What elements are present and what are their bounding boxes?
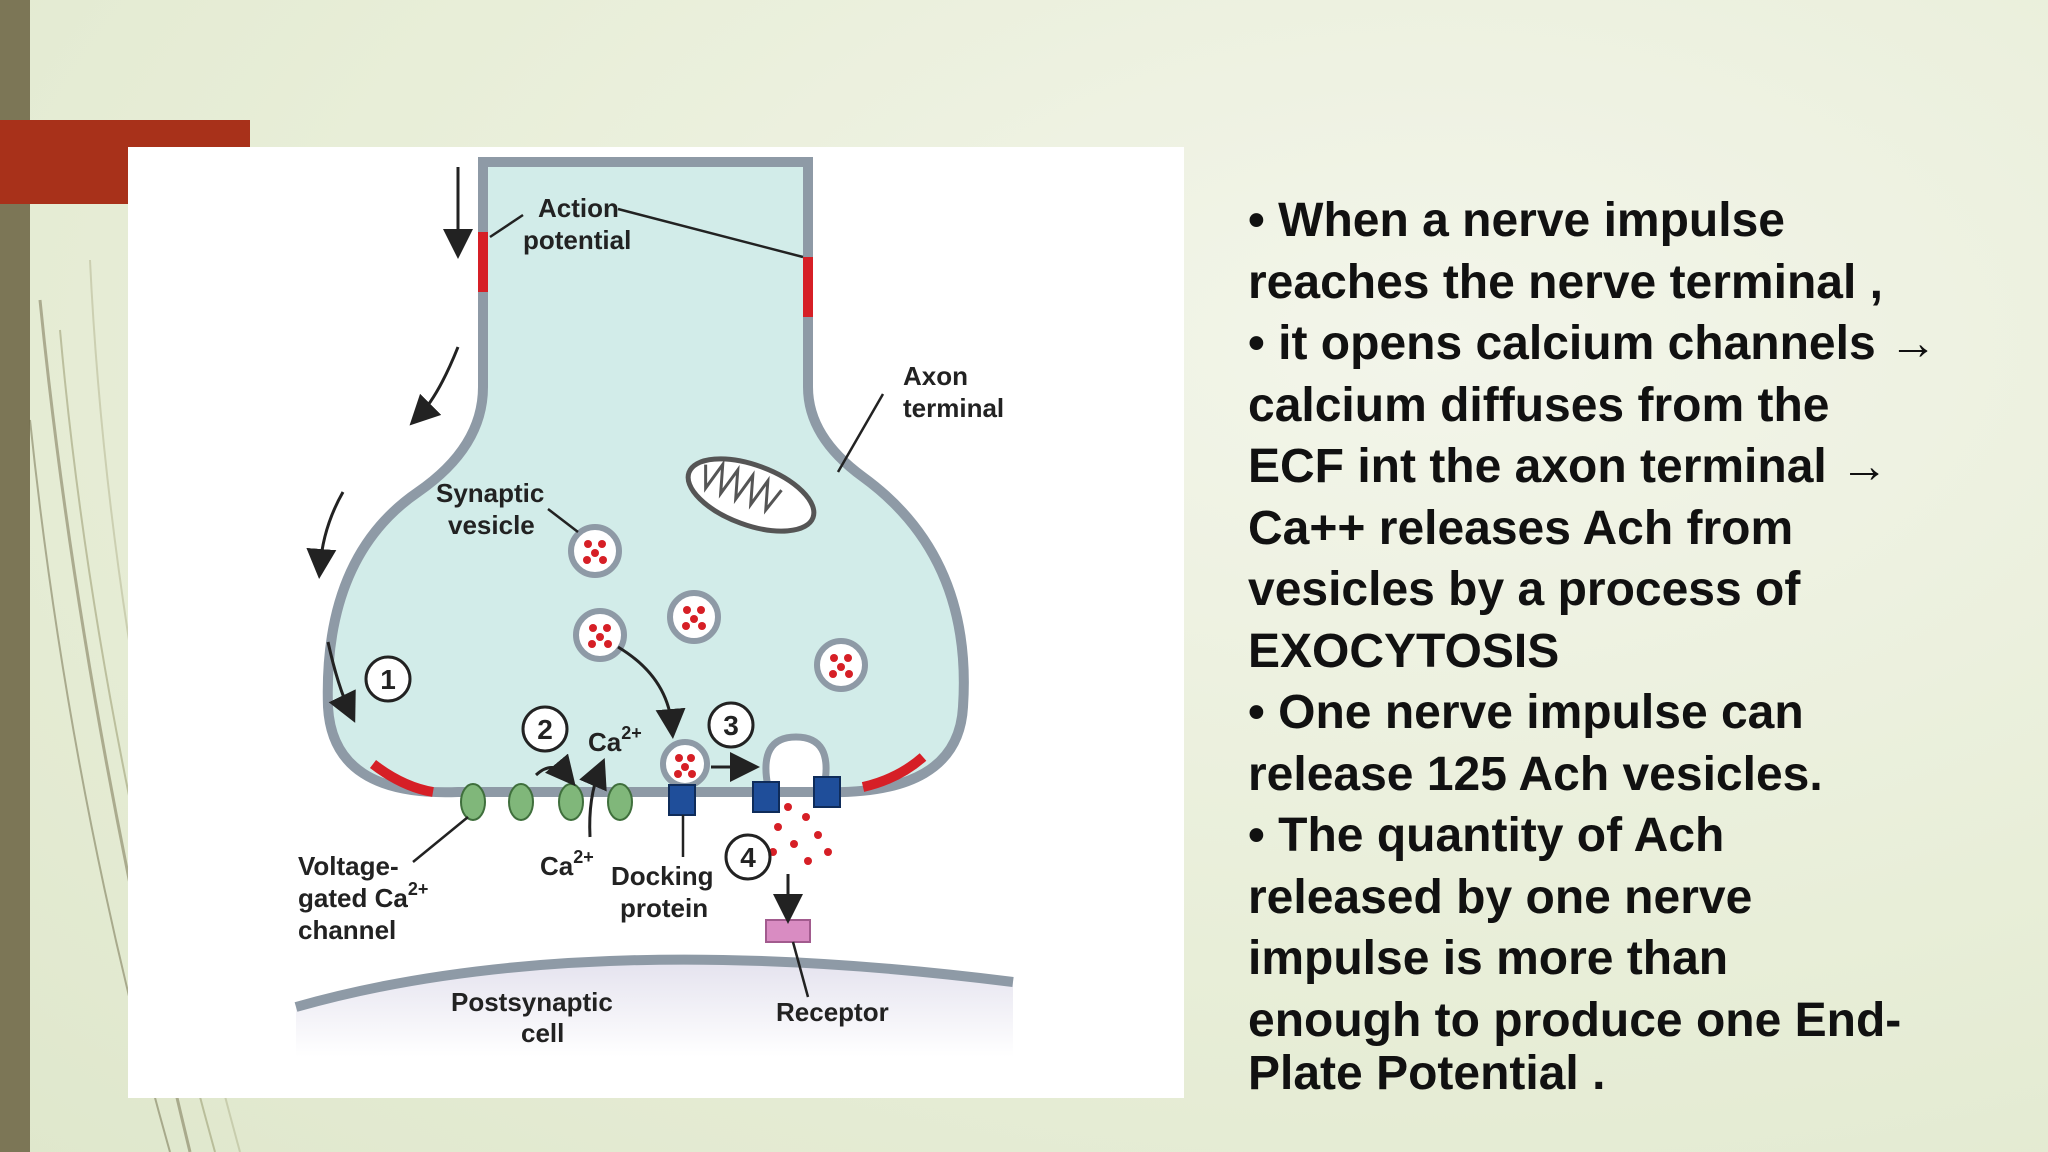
svg-text:1: 1 [380, 664, 396, 695]
docking-protein [668, 776, 841, 816]
postsynaptic-cell [296, 959, 1013, 1057]
svg-text:4: 4 [740, 842, 756, 873]
bullet-line: released by one nerve [1248, 870, 1753, 924]
bullet-line: • One nerve impulse can [1248, 686, 1804, 739]
label-vesicle: vesicle [448, 510, 535, 540]
bullet-line: • When a nerve impulse [1248, 194, 1785, 247]
synaptic-vesicle [568, 524, 622, 578]
svg-text:3: 3 [723, 710, 739, 741]
bullet-line: Plate Potential . [1248, 1047, 1606, 1100]
synapse-diagram-svg: 1 2 3 4 Action potential Axon terminal S… [294, 157, 1014, 1057]
depolarized-segment-bottom-left [369, 760, 434, 797]
label-action: Action [538, 193, 619, 223]
bullet-text-block: • When a nerve impulse reaches the nerve… [1248, 190, 2028, 1100]
fused-vesicle [762, 733, 830, 788]
label-potential: potential [523, 225, 631, 255]
depolarized-segment-left [478, 232, 488, 292]
label-receptor: Receptor [776, 997, 889, 1027]
label-ca-ion-outside: Ca2+ [540, 847, 594, 881]
bullet-line: vesicles by a process of [1248, 563, 1801, 616]
bullet-line: release 125 Ach vesicles. [1248, 747, 1823, 801]
bullet-line: reaches the nerve terminal , [1248, 255, 1883, 309]
depolarized-segment-bottom-right [861, 753, 927, 792]
label-gated-ca: gated Ca2+ [298, 879, 428, 913]
bullet-line: EXOCYTOSIS [1248, 624, 1560, 678]
label-synaptic: Synaptic [436, 478, 544, 508]
label-ca-ion-inside: Ca2+ [588, 723, 642, 757]
label-docking: Docking [611, 861, 714, 891]
bullet-line: • The quantity of Ach [1248, 809, 1725, 862]
label-voltage: Voltage- [298, 851, 399, 881]
label-axon: Axon [903, 361, 968, 391]
bullet-line: enough to produce one End- [1248, 993, 1902, 1047]
svg-text:2: 2 [537, 714, 553, 745]
step-2-marker: 2 [521, 705, 569, 753]
step-4-marker: 4 [724, 833, 772, 881]
step-1-marker: 1 [364, 655, 412, 703]
label-cell: cell [521, 1018, 564, 1048]
receptor-protein [765, 919, 811, 943]
synaptic-vesicle [667, 590, 721, 644]
depolarized-segment-right [803, 257, 813, 317]
synaptic-vesicle [573, 608, 627, 662]
postsynaptic-membrane [294, 954, 1014, 1012]
voltage-gated-ca-channel [460, 783, 633, 821]
label-terminal: terminal [903, 393, 1004, 423]
label-protein: protein [620, 893, 708, 923]
mitochondrion [685, 456, 817, 534]
label-postsynaptic: Postsynaptic [451, 987, 613, 1017]
bullet-line: impulse is more than [1248, 932, 1729, 985]
bullet-line: ECF int the axon terminal → [1248, 440, 1889, 493]
label-channel: channel [298, 915, 396, 945]
bullet-line: calcium diffuses from the [1248, 378, 1830, 432]
docking-vesicle [660, 739, 710, 789]
bullet-line: Ca++ releases Ach from [1248, 501, 1794, 555]
axon-terminal [322, 157, 969, 798]
synaptic-vesicle [814, 638, 868, 692]
synapse-diagram: 1 2 3 4 Action potential Axon terminal S… [128, 147, 1184, 1098]
bullet-line: • it opens calcium channels → [1248, 317, 1937, 370]
step-3-marker: 3 [707, 701, 755, 749]
